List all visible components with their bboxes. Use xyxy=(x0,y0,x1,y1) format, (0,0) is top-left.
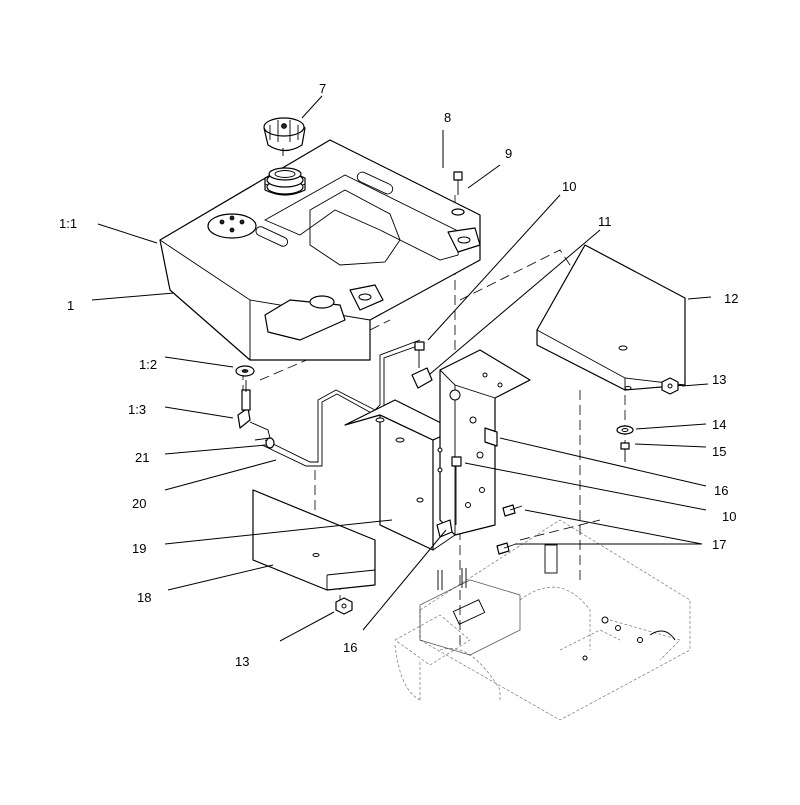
cap-gasket xyxy=(266,167,304,195)
bolt-15 xyxy=(620,442,630,462)
callout-1: 1 xyxy=(67,298,75,313)
fuel-line xyxy=(261,339,421,467)
callout-1-2: 1:2 xyxy=(139,357,158,372)
callout-7: 7 xyxy=(319,81,327,96)
callout-19: 19 xyxy=(132,541,147,556)
callout-17: 17 xyxy=(712,537,727,552)
clip-11 xyxy=(411,367,433,389)
bolt-10-lower xyxy=(451,456,462,525)
callout-13-lower: 13 xyxy=(235,654,250,669)
elbow-fitting xyxy=(237,380,271,441)
clip-16-lower xyxy=(436,519,453,538)
callout-9: 9 xyxy=(505,146,513,161)
nut-lower xyxy=(335,597,353,615)
callout-8: 8 xyxy=(444,110,452,125)
grommet xyxy=(235,365,255,377)
bolt-and-washer xyxy=(451,171,465,216)
fuel-tank xyxy=(159,139,481,361)
callout-20: 20 xyxy=(132,496,147,511)
callout-1-3: 1:3 xyxy=(128,402,147,417)
heat-shield xyxy=(536,244,686,391)
callout-16-lower: 16 xyxy=(343,640,358,655)
callout-21: 21 xyxy=(135,450,150,465)
leader-lines xyxy=(91,95,712,642)
callout-10-lower: 10 xyxy=(722,509,737,524)
callout-11: 11 xyxy=(598,214,612,229)
callout-14: 14 xyxy=(712,417,727,432)
callout-1-1: 1:1 xyxy=(59,216,78,231)
callout-12: 12 xyxy=(724,291,739,306)
shield-plate-18 xyxy=(252,489,376,591)
washer-14 xyxy=(616,425,634,435)
fuel-cap xyxy=(263,117,306,156)
bolt-10-upper xyxy=(414,341,425,368)
upright-bracket xyxy=(437,349,531,536)
hose-clamp xyxy=(265,437,275,449)
callout-16-upper: 16 xyxy=(714,483,729,498)
callout-18: 18 xyxy=(137,590,152,605)
mounting-bracket xyxy=(344,399,456,551)
nut-upper xyxy=(661,377,679,395)
callout-13-upper: 13 xyxy=(712,372,727,387)
frame-studs xyxy=(437,568,467,590)
bolts-17 xyxy=(496,504,523,555)
chassis-frame xyxy=(394,519,691,721)
callout-10-upper: 10 xyxy=(562,179,577,194)
callout-15: 15 xyxy=(712,444,727,459)
